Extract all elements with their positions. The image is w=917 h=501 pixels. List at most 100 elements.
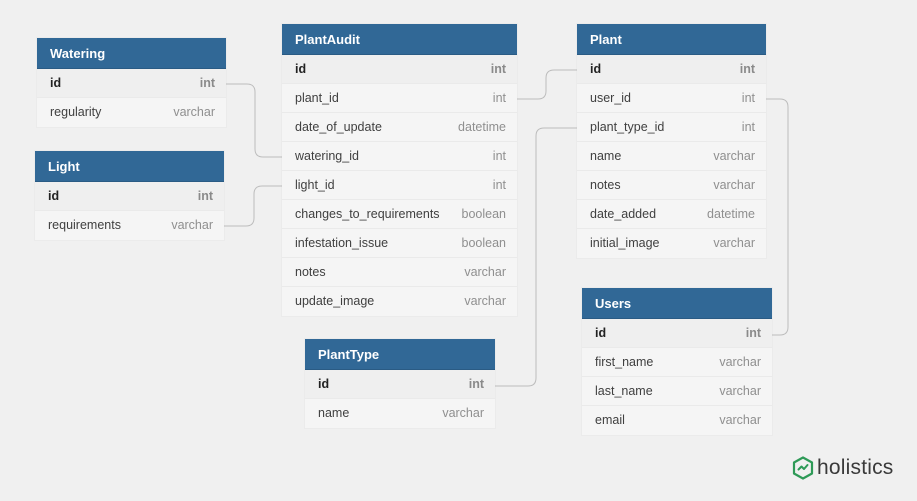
- column-list: id int name varchar: [305, 370, 495, 428]
- column-row[interactable]: name varchar: [305, 399, 495, 428]
- table-plantaudit[interactable]: PlantAudit id int plant_id int date_of_u…: [282, 24, 517, 316]
- table-header: PlantType: [305, 339, 495, 370]
- column-type: varchar: [713, 178, 755, 192]
- column-name: last_name: [595, 384, 653, 398]
- column-type: int: [468, 377, 484, 391]
- column-name: notes: [590, 178, 621, 192]
- column-row[interactable]: watering_id int: [282, 142, 517, 171]
- column-row[interactable]: user_id int: [577, 84, 766, 113]
- column-type: varchar: [719, 413, 761, 427]
- column-type: datetime: [458, 120, 506, 134]
- column-name: regularity: [50, 105, 102, 119]
- column-name: watering_id: [295, 149, 359, 163]
- column-row[interactable]: light_id int: [282, 171, 517, 200]
- column-row[interactable]: date_added datetime: [577, 200, 766, 229]
- relationship-line: [226, 83, 282, 158]
- column-name: id: [595, 326, 607, 340]
- column-name: name: [590, 149, 622, 163]
- column-row[interactable]: email varchar: [582, 406, 772, 435]
- column-name: user_id: [590, 91, 631, 105]
- column-type: int: [197, 189, 213, 203]
- table-users[interactable]: Users id int first_name varchar last_nam…: [582, 288, 772, 435]
- column-name: id: [50, 76, 62, 90]
- column-name: plant_type_id: [590, 120, 665, 134]
- logo-text: holistics: [817, 456, 894, 479]
- table-light[interactable]: Light id int requirements varchar: [35, 151, 224, 240]
- column-type: varchar: [442, 406, 484, 420]
- column-row[interactable]: regularity varchar: [37, 98, 226, 127]
- column-type: varchar: [173, 105, 215, 119]
- table-header: Watering: [37, 38, 226, 69]
- column-type: int: [492, 178, 506, 192]
- column-name: initial_image: [590, 236, 660, 250]
- column-row[interactable]: infestation_issue boolean: [282, 229, 517, 258]
- table-plant[interactable]: Plant id int user_id int plant_type_id i…: [577, 24, 766, 258]
- table-header: Users: [582, 288, 772, 319]
- relationship-line: [517, 69, 577, 100]
- table-watering[interactable]: Watering id int regularity varchar: [37, 38, 226, 127]
- column-name: first_name: [595, 355, 654, 369]
- column-row[interactable]: changes_to_requirements boolean: [282, 200, 517, 229]
- column-type: varchar: [464, 294, 506, 308]
- column-name: notes: [295, 265, 326, 279]
- column-type: int: [741, 91, 755, 105]
- column-row[interactable]: plant_type_id int: [577, 113, 766, 142]
- column-type: int: [199, 76, 215, 90]
- column-type: int: [490, 62, 506, 76]
- column-name: requirements: [48, 218, 121, 232]
- column-row[interactable]: name varchar: [577, 142, 766, 171]
- column-row[interactable]: id int: [305, 370, 495, 399]
- column-row[interactable]: last_name varchar: [582, 377, 772, 406]
- column-name: update_image: [295, 294, 375, 308]
- column-row[interactable]: id int: [577, 55, 766, 84]
- column-name: id: [590, 62, 602, 76]
- column-type: varchar: [171, 218, 213, 232]
- column-name: date_added: [590, 207, 657, 221]
- column-row[interactable]: date_of_update datetime: [282, 113, 517, 142]
- column-row[interactable]: id int: [582, 319, 772, 348]
- column-row[interactable]: plant_id int: [282, 84, 517, 113]
- column-row[interactable]: update_image varchar: [282, 287, 517, 316]
- column-type: int: [741, 120, 755, 134]
- table-header: Light: [35, 151, 224, 182]
- column-type: varchar: [719, 355, 761, 369]
- column-row[interactable]: notes varchar: [577, 171, 766, 200]
- table-header: PlantAudit: [282, 24, 517, 55]
- column-row[interactable]: first_name varchar: [582, 348, 772, 377]
- column-list: id int first_name varchar last_name varc…: [582, 319, 772, 435]
- table-planttype[interactable]: PlantType id int name varchar: [305, 339, 495, 428]
- column-type: int: [745, 326, 761, 340]
- holistics-logo: holistics: [792, 454, 894, 482]
- relationship-line: [224, 185, 282, 227]
- column-row[interactable]: id int: [37, 69, 226, 98]
- column-name: plant_id: [295, 91, 339, 105]
- column-type: varchar: [464, 265, 506, 279]
- column-name: changes_to_requirements: [295, 207, 440, 221]
- column-type: int: [739, 62, 755, 76]
- column-type: boolean: [461, 207, 507, 221]
- column-list: id int plant_id int date_of_update datet…: [282, 55, 517, 316]
- column-name: name: [318, 406, 350, 420]
- column-name: email: [595, 413, 625, 427]
- column-name: infestation_issue: [295, 236, 389, 250]
- holistics-logo-icon: [792, 456, 814, 480]
- column-type: varchar: [713, 149, 755, 163]
- column-name: id: [318, 377, 330, 391]
- column-row[interactable]: notes varchar: [282, 258, 517, 287]
- column-list: id int requirements varchar: [35, 182, 224, 240]
- column-list: id int regularity varchar: [37, 69, 226, 127]
- column-list: id int user_id int plant_type_id int nam…: [577, 55, 766, 258]
- column-name: date_of_update: [295, 120, 382, 134]
- column-type: varchar: [719, 384, 761, 398]
- column-row[interactable]: initial_image varchar: [577, 229, 766, 258]
- table-header: Plant: [577, 24, 766, 55]
- column-type: int: [492, 149, 506, 163]
- column-type: varchar: [713, 236, 755, 250]
- column-name: id: [48, 189, 60, 203]
- column-type: datetime: [707, 207, 755, 221]
- column-type: int: [492, 91, 506, 105]
- column-row[interactable]: id int: [35, 182, 224, 211]
- column-row[interactable]: id int: [282, 55, 517, 84]
- column-row[interactable]: requirements varchar: [35, 211, 224, 240]
